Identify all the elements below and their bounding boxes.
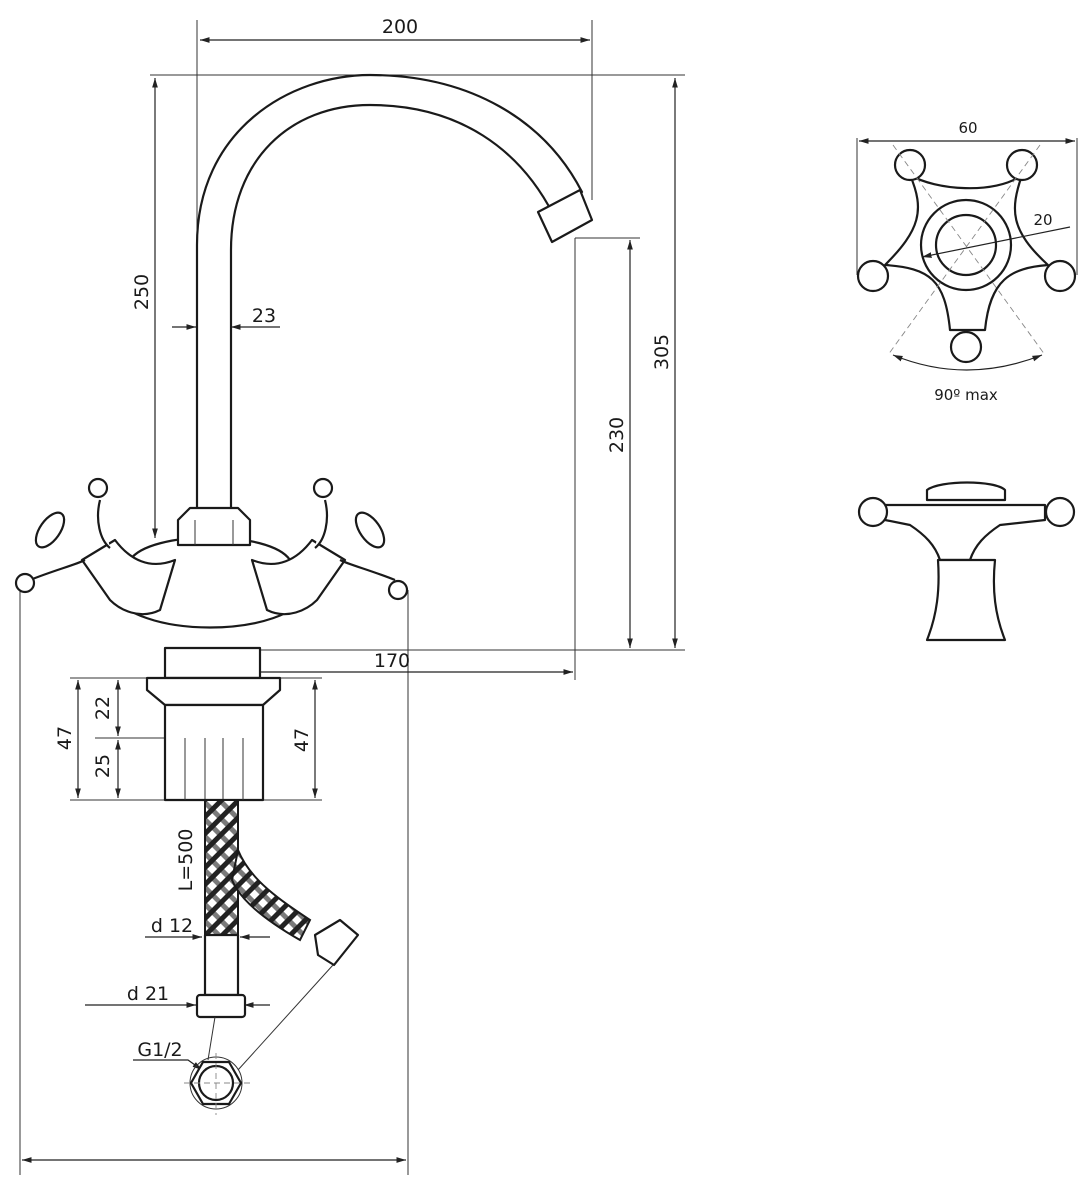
dim-spout-height: 250 [131, 274, 153, 310]
dim-spout-reach: 200 [382, 16, 418, 38]
dim-nut-diameter: d 21 [127, 983, 169, 1005]
handle-top-view [856, 138, 1078, 371]
dim-base-height-right: 47 [291, 728, 313, 752]
dim-hose-length: L=500 [175, 829, 197, 892]
handle-side-view [857, 481, 1076, 642]
dim-pipe-diameter: 23 [252, 305, 276, 327]
dim-outlet-distance: 170 [374, 650, 410, 672]
supply-hoses [184, 799, 360, 1115]
dim-total-height: 305 [651, 334, 673, 370]
dimension-labels: 200 250 23 305 230 170 47 22 25 47 L=500… [54, 16, 1053, 1061]
dim-base-lower: 25 [92, 754, 114, 778]
dimension-lines [22, 37, 678, 1163]
dim-base-upper: 22 [92, 696, 114, 720]
dim-handle-inner-diameter: 20 [1033, 211, 1052, 229]
faucet-body [14, 477, 409, 802]
dim-base-height-left: 47 [54, 726, 76, 750]
dim-handle-rotation: 90º max [934, 386, 998, 404]
spout [195, 73, 594, 517]
dim-outlet-height: 230 [606, 417, 628, 453]
dim-hose-diameter: d 12 [151, 915, 193, 937]
dim-thread: G1/2 [137, 1039, 182, 1061]
dim-handle-width: 60 [958, 119, 977, 137]
